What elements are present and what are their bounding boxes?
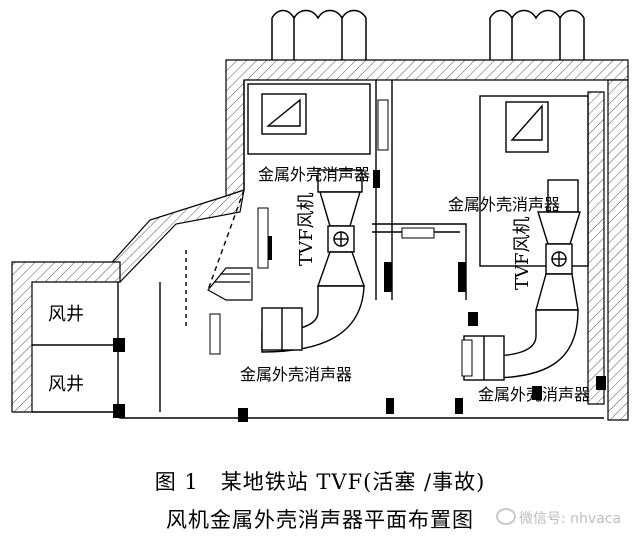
- watermark-text: 微信号: nhvaca: [519, 511, 622, 527]
- wechat-icon: [496, 508, 516, 525]
- fan-label-left: TVF风机: [296, 193, 317, 267]
- roof-shaft-right: [489, 9, 585, 62]
- muffler-label-top-right: 金属外壳消声器: [448, 195, 560, 214]
- watermark: 微信号: nhvaca: [496, 508, 621, 528]
- stair-block: [207, 267, 253, 301]
- shaft-label-lower: 风井: [48, 374, 84, 395]
- ahu-left: [261, 93, 363, 193]
- fan-label-right: TVF风机: [512, 217, 533, 291]
- figure-caption-line2: 风机金属外壳消声器平面布置图: [166, 508, 474, 532]
- shaft-label-upper: 风井: [48, 304, 84, 325]
- figure-caption-line1: 图 1 某地铁站 TVF(活塞 /事故): [154, 470, 486, 494]
- ahu-right: [479, 95, 589, 267]
- roof-shaft-left: [271, 9, 367, 62]
- muffler-label-bottom-right: 金属外壳消声器: [478, 385, 590, 404]
- tvf-fan-left-shape: [261, 191, 365, 353]
- muffler-label-top-left: 金属外壳消声器: [258, 165, 370, 184]
- floor-plan-drawing: 金属外壳消声器 金属外壳消声器 金属外壳消声器 金属外壳消声器 TVF风机 TV…: [11, 9, 629, 422]
- dimension-tags: [209, 99, 473, 377]
- tvf-fan-right-shape: [463, 211, 581, 381]
- muffler-label-bottom-left: 金属外壳消声器: [240, 365, 352, 384]
